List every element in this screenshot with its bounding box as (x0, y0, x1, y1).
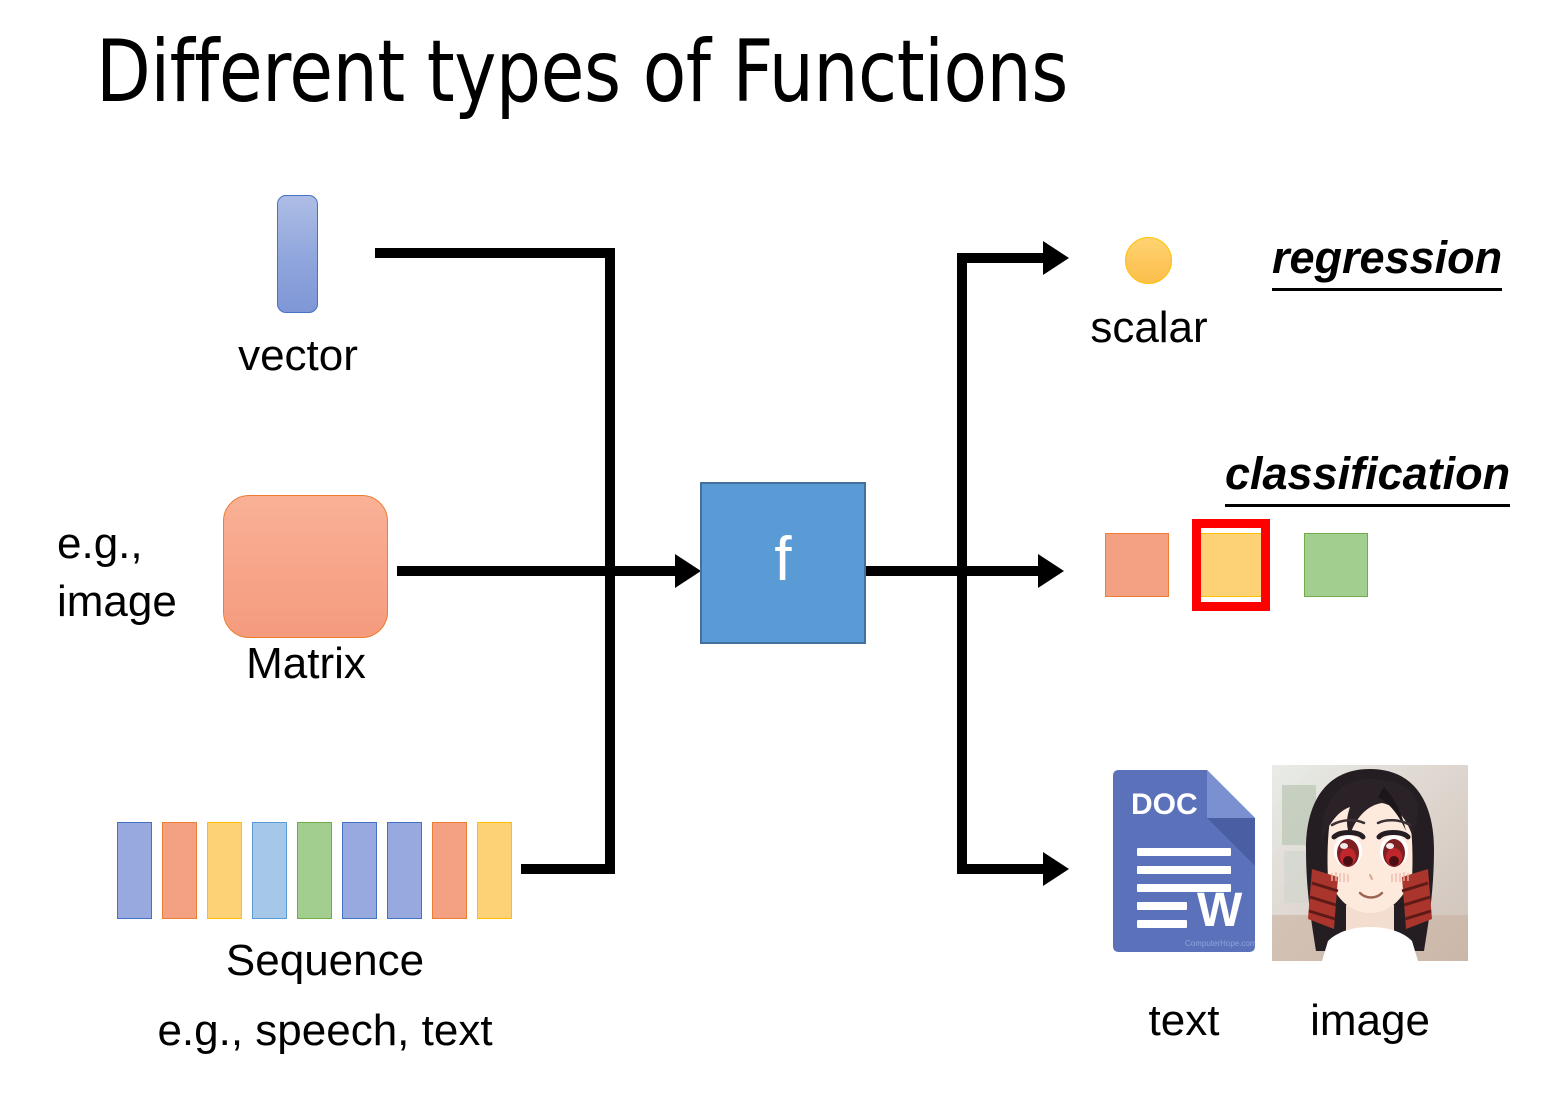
matrix-label: Matrix (246, 639, 366, 688)
text-output-label: text (1148, 996, 1220, 1045)
wire-output-bus (957, 253, 967, 874)
image-output-label: image (1310, 996, 1430, 1045)
vector-label: vector (238, 331, 358, 380)
sequence-bar (297, 822, 332, 919)
svg-text:W: W (1197, 884, 1243, 937)
svg-text:DOC: DOC (1131, 788, 1198, 821)
sequence-bar (252, 822, 287, 919)
matrix-note-line2: image (57, 577, 177, 626)
anime-portrait-graphic (1272, 765, 1468, 961)
sequence-bar (207, 822, 242, 919)
arrowhead-structured (1043, 852, 1069, 886)
function-block: f (700, 482, 866, 644)
wire-branch-classification (957, 566, 1042, 576)
matrix-shape (223, 495, 388, 638)
classification-class-square (1199, 533, 1263, 597)
page-title: Different types of Functions (96, 22, 1068, 122)
svg-text:ComputerHope.com: ComputerHope.com (1185, 939, 1255, 948)
scalar-label: scalar (1090, 303, 1208, 352)
function-symbol: f (774, 525, 792, 594)
classification-tag: classification (1225, 448, 1511, 507)
sequence-bar (432, 822, 467, 919)
arrowhead-into-function (675, 554, 701, 588)
sequence-label: Sequence (225, 936, 425, 985)
wire-matrix-horizontal (397, 566, 679, 576)
vector-shape (277, 195, 318, 313)
sequence-bar (162, 822, 197, 919)
wire-function-out (866, 566, 967, 576)
doc-icon-graphic: DOC W ComputerHope.com (1113, 770, 1257, 952)
sequence-bar (477, 822, 512, 919)
classification-class-square (1304, 533, 1368, 597)
matrix-note-line1: e.g., (57, 519, 143, 568)
classification-class-square (1105, 533, 1169, 597)
sequence-bar (342, 822, 377, 919)
regression-tag: regression (1272, 232, 1503, 291)
anime-image-thumbnail (1272, 765, 1468, 961)
scalar-dot (1125, 237, 1172, 284)
wire-sequence-horizontal (521, 864, 615, 874)
wire-branch-scalar (957, 253, 1047, 263)
arrowhead-classification (1038, 554, 1064, 588)
sequence-bar (117, 822, 152, 919)
wire-vector-horizontal (375, 248, 615, 258)
wire-input-bus (605, 248, 615, 874)
sequence-note: e.g., speech, text (157, 1006, 493, 1055)
wire-branch-structured (957, 864, 1047, 874)
arrowhead-scalar (1043, 241, 1069, 275)
sequence-bar (387, 822, 422, 919)
selected-class-highlight (1192, 519, 1270, 611)
doc-file-icon: DOC W ComputerHope.com (1113, 770, 1257, 952)
